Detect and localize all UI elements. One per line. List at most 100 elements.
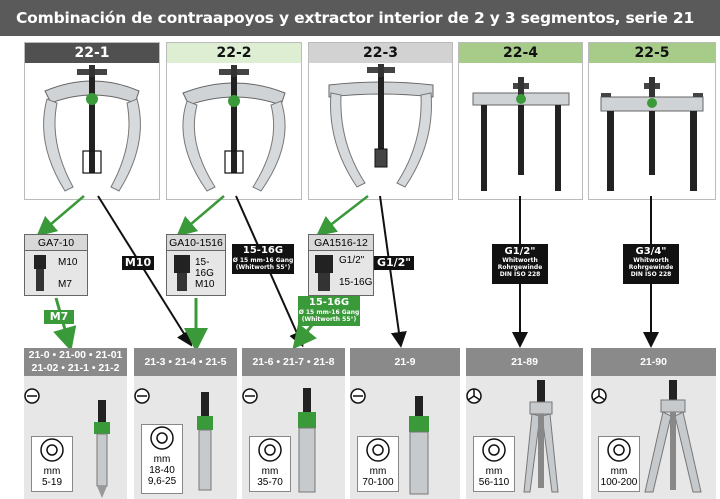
internal-extractor-illustration <box>523 380 559 493</box>
range-unit: mm <box>485 466 503 477</box>
extractor-group-4: 21-9 mm 70-100 <box>350 348 460 499</box>
adapter-ga7-10: GA7-10 M10 M7 <box>24 234 88 296</box>
two-segment-icon <box>350 388 366 404</box>
arrow <box>316 195 369 237</box>
three-segment-icon <box>591 388 607 404</box>
range-unit: mm <box>261 466 279 477</box>
extractor-header: 21-3 • 21-4 • 21-5 <box>134 348 237 376</box>
extractor-models-line1: 21-9 <box>394 355 416 368</box>
thread-label: 15-16G <box>308 297 350 308</box>
extractor-header: 21-9 <box>350 348 460 376</box>
two-segment-icon <box>242 388 258 404</box>
adapter-name: GA10-1516 <box>167 235 225 251</box>
thread-tag-15-16g: 15-16G Ø 15 mm-16 Gang (Whitworth 55°) <box>232 244 294 274</box>
adapter-bottom-thread: 15-16G <box>339 277 373 288</box>
adapter-top-thread: G1/2" <box>339 255 365 266</box>
bearing-icon <box>482 438 506 462</box>
thread-sub: DIN ISO 228 <box>499 271 541 278</box>
extractor-group-1: 21-0 • 21-00 • 21-01 21-02 • 21-1 • 21-2… <box>24 348 127 499</box>
thread-sub: Rohrgewinde <box>628 264 674 271</box>
thread-sub: Rohrgewinde <box>497 264 543 271</box>
adapter-ga1516-12: GA1516-12 G1/2" 15-16G <box>308 234 374 296</box>
range-box: mm 18-40 9,6-25 <box>141 424 183 494</box>
thread-tag-m10: M10 <box>122 256 154 270</box>
thread-sub: Whitworth <box>633 257 669 264</box>
tool-label: 22-4 <box>459 43 582 63</box>
thread-sub: DIN ISO 228 <box>630 271 672 278</box>
internal-extractor-illustration <box>94 400 110 498</box>
range-box: mm 100-200 <box>598 436 640 492</box>
thread-sub: Whitworth <box>502 257 538 264</box>
adapter-icon <box>315 255 333 291</box>
adapter-top-thread: 15-16G <box>195 257 214 279</box>
arrow <box>176 195 225 237</box>
extractor-models-line1: 21-90 <box>640 355 667 368</box>
tool-22-1: 22-1 <box>24 42 160 200</box>
extractor-header: 21-6 • 21-7 • 21-8 <box>242 348 345 376</box>
range-box: mm 5-19 <box>31 436 73 492</box>
internal-extractor-illustration <box>409 396 429 495</box>
range-unit: mm <box>610 466 628 477</box>
arrow <box>36 195 85 237</box>
extractor-group-6: 21-90 mm 100-200 <box>591 348 716 499</box>
extractor-header: 21-0 • 21-00 • 21-01 21-02 • 21-1 • 21-2 <box>24 348 127 376</box>
three-segment-icon <box>466 388 482 404</box>
range-value: 70-100 <box>362 477 394 488</box>
bridge-puller-illustration <box>472 77 570 191</box>
range-unit: mm <box>153 454 171 465</box>
thread-label: 15-16G <box>242 245 284 256</box>
two-jaw-puller-illustration <box>182 65 286 192</box>
range-value: 18-40 <box>149 465 175 476</box>
thread-label: G1/2" <box>504 246 536 257</box>
two-segment-icon <box>24 388 40 404</box>
thread-tag-m7: M7 <box>44 310 74 324</box>
extractor-models-line1: 21-6 • 21-7 • 21-8 <box>252 355 335 368</box>
extractor-group-2: 21-3 • 21-4 • 21-5 mm 18-40 9,6-25 <box>134 348 237 499</box>
tool-label: 22-1 <box>25 43 159 63</box>
adapter-ga10-1516: GA10-1516 15-16G M10 <box>166 234 226 296</box>
thread-tag-g1-2: G1/2" <box>374 256 414 270</box>
range-box: mm 70-100 <box>357 436 399 492</box>
thread-tag-g1-2-whitworth: G1/2" Whitworth Rohrgewinde DIN ISO 228 <box>492 244 548 284</box>
internal-extractor-illustration <box>644 380 702 493</box>
thread-tag-g3-4-whitworth: G3/4" Whitworth Rohrgewinde DIN ISO 228 <box>623 244 679 284</box>
extractor-models-line1: 21-0 • 21-00 • 21-01 <box>28 349 123 361</box>
adapter-name: GA7-10 <box>25 235 87 251</box>
range-value: 5-19 <box>41 477 62 488</box>
extractor-models-line1: 21-3 • 21-4 • 21-5 <box>144 355 227 368</box>
adapter-icon <box>174 255 190 291</box>
internal-extractor-illustration <box>298 388 316 493</box>
thread-sub: Ø 15 mm-16 Gang <box>298 309 360 316</box>
tool-label: 22-2 <box>167 43 301 63</box>
range-box: mm 56-110 <box>473 436 515 492</box>
adapter-bottom-thread: M7 <box>58 279 72 290</box>
thread-label: G3/4" <box>635 246 667 257</box>
tool-22-5: 22-5 <box>588 42 716 200</box>
thread-sub: (Whitworth 55°) <box>235 264 291 271</box>
adapter-icon <box>34 255 46 291</box>
range-value: 56-110 <box>478 477 510 488</box>
thread-sub: (Whitworth 55°) <box>301 316 357 323</box>
thread-sub: Ø 15 mm-16 Gang <box>232 257 294 264</box>
adapter-name: GA1516-12 <box>309 235 373 251</box>
range-box: mm 35-70 <box>249 436 291 492</box>
thread-tag-15-16g-green: 15-16G Ø 15 mm-16 Gang (Whitworth 55°) <box>298 296 360 326</box>
extractor-group-5: 21-89 mm 56-110 <box>466 348 583 499</box>
range-value: 100-200 <box>600 477 638 488</box>
tool-label: 22-5 <box>589 43 715 63</box>
adapter-bottom-thread: M10 <box>195 279 215 290</box>
two-jaw-puller-illustration <box>328 64 434 188</box>
bearing-icon <box>40 438 64 462</box>
extractor-models-line1: 21-89 <box>511 355 538 368</box>
tool-22-4: 22-4 <box>458 42 583 200</box>
two-segment-icon <box>134 388 150 404</box>
bearing-icon <box>366 438 390 462</box>
bridge-puller-illustration <box>600 77 704 191</box>
extractor-group-3: 21-6 • 21-7 • 21-8 mm 35-70 <box>242 348 345 499</box>
bearing-icon <box>150 426 174 450</box>
bearing-icon <box>607 438 631 462</box>
tool-22-2: 22-2 <box>166 42 302 200</box>
extractor-header: 21-89 <box>466 348 583 376</box>
range-value: 35-70 <box>257 477 283 488</box>
range-unit: mm <box>43 466 61 477</box>
